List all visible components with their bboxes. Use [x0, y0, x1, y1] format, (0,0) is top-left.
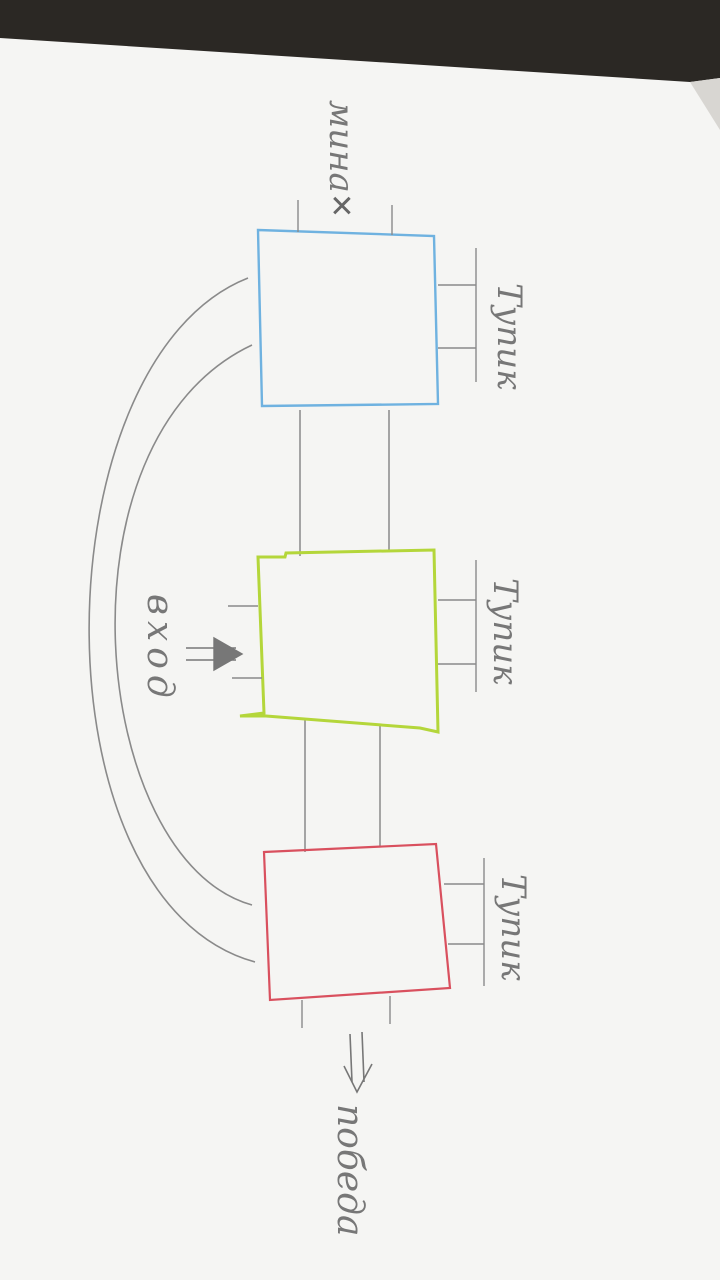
room-middle: Тупик вход: [139, 548, 525, 734]
outer-arc-left: [88, 277, 256, 963]
room-top: Тупик мина ✕: [256, 100, 529, 408]
room-top-deadend-label: Тупик: [489, 283, 529, 390]
entry-arrow-icon: [186, 636, 244, 672]
room-middle-deadend-label: Тупик: [485, 578, 525, 685]
outer-arc-right: [114, 344, 253, 906]
room-bottom-box: [262, 842, 452, 1002]
exit-arrow-icon: [343, 1031, 373, 1094]
vertical-corridors: [299, 410, 390, 852]
room-bottom-deadend-label: Тупик: [493, 874, 533, 981]
entry-label: вход: [139, 594, 180, 704]
mine-cross-icon: ✕: [323, 193, 358, 218]
victory-label: победа: [329, 1104, 370, 1236]
paper-shadow-edge: [690, 78, 720, 130]
paper-sheet: [0, 38, 720, 1280]
room-top-box: [256, 228, 440, 408]
room-middle-box: [239, 548, 440, 734]
room-bottom: Тупик победа: [262, 842, 533, 1236]
room-top-mine-label: мина: [321, 100, 361, 193]
outer-corridor-arcs: [88, 277, 256, 963]
